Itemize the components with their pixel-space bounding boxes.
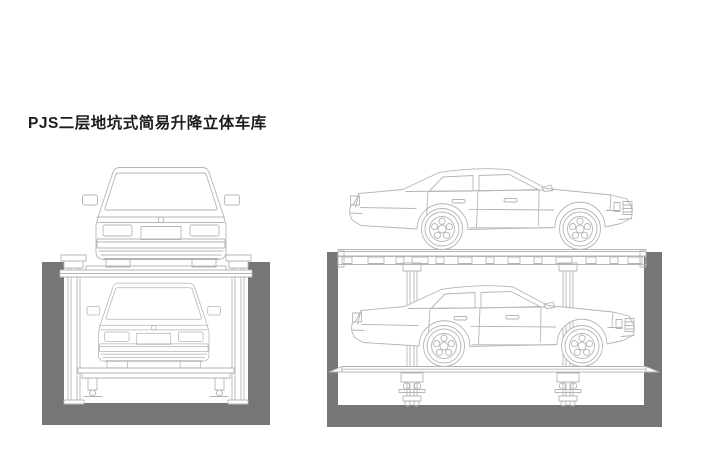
lower-car-side-view — [352, 286, 635, 367]
upper-platform-front-view — [59, 265, 253, 278]
lower-car-rear-view — [86, 282, 221, 369]
front-view-drawing — [42, 167, 270, 425]
upper-car-side-view — [350, 169, 633, 250]
pit-walls-front-view — [42, 262, 270, 425]
pit-walls-side-view — [327, 252, 662, 427]
side-view-drawing — [327, 160, 662, 427]
upper-platform-side-view — [337, 249, 647, 268]
upper-car-rear-view — [82, 167, 240, 268]
platform-clamp-blocks — [341, 256, 643, 264]
diagram-title: PJS二层地坑式简易升降立体车库 — [28, 115, 267, 132]
lower-platform-front-view — [77, 367, 235, 397]
lower-platform-side-view — [328, 366, 660, 393]
